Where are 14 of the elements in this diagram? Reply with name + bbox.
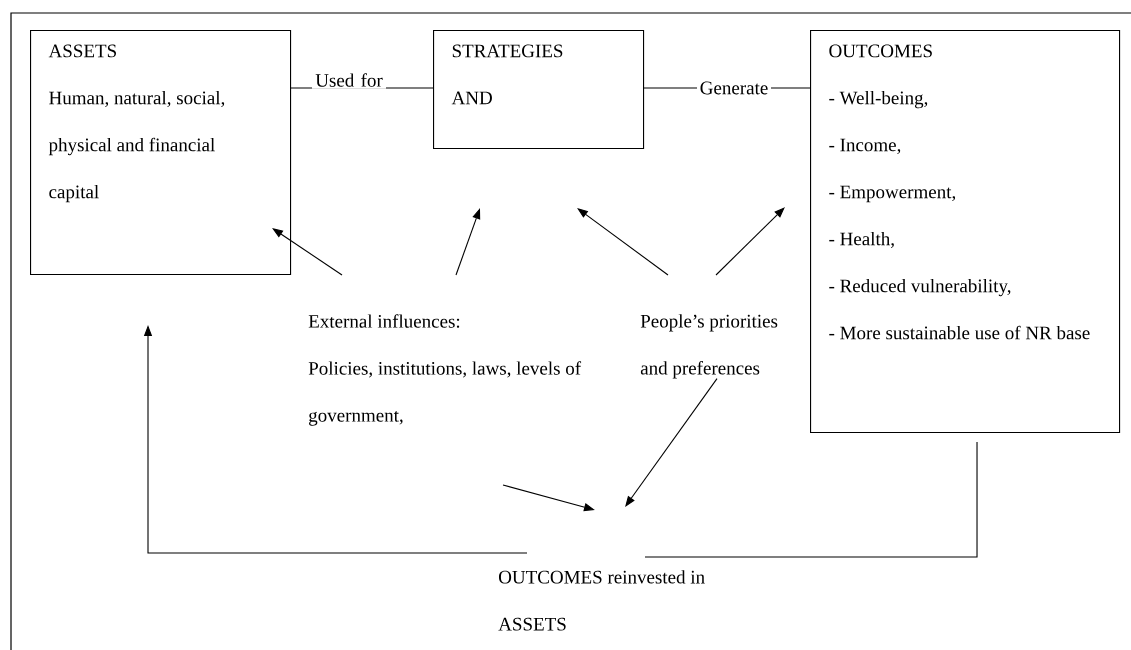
strategies-box: STRATEGIES AND — [433, 30, 645, 150]
arrow — [272, 228, 343, 276]
reinvested-text: OUTCOMES reinvested in ASSETS — [498, 570, 705, 631]
edge-label: Used for — [312, 71, 386, 89]
influences-text: External influences: Policies, institutions, laws, levels of government, — [308, 314, 582, 426]
assets-box: ASSETS Human, natural, social, physical and financial capital — [30, 30, 292, 276]
outcomes-box: OUTCOMES - Well-being, - Income, - Empowerment, - Health, - Reduced vulnerability, - More sustainable use of NR base — [810, 30, 1121, 434]
priorities-text: People’s priorities and preferences — [640, 314, 778, 379]
edge-label: Generate — [697, 79, 771, 97]
connector-line — [644, 441, 978, 558]
arrow — [577, 208, 669, 276]
arrow — [715, 207, 785, 276]
arrow — [625, 378, 718, 507]
arrow — [455, 208, 481, 276]
